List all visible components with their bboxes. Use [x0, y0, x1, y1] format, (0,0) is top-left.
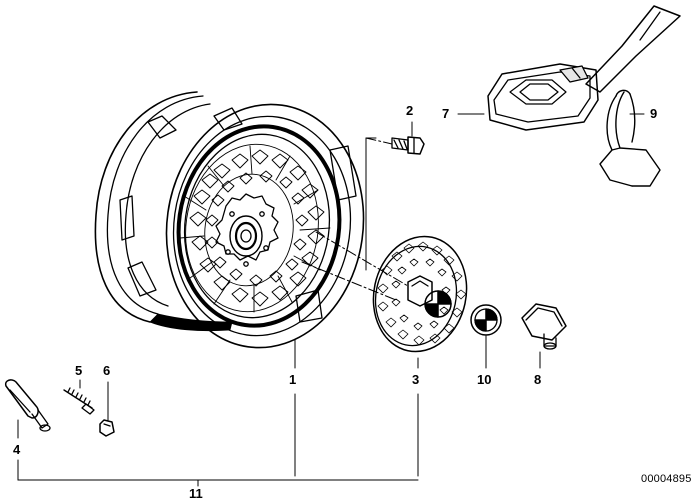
callout-11: 11: [189, 486, 203, 501]
callout-10: 10: [477, 372, 492, 387]
wheel-hub: [215, 193, 279, 267]
document-number: 00004895: [641, 473, 692, 485]
callout-3: 3: [412, 372, 420, 387]
callout-8: 8: [534, 372, 542, 387]
callout-5: 5: [75, 363, 83, 378]
tire-valve: [4, 379, 51, 432]
emblem-badge: [470, 304, 502, 336]
callout-9: 9: [650, 106, 658, 121]
spring-clip: [599, 89, 661, 187]
leader-lines: [17, 113, 645, 487]
wheel-bolt: [391, 136, 425, 155]
callout-6: 6: [103, 363, 111, 378]
wheel-mesh: [179, 143, 331, 313]
callout-1: 1: [289, 372, 297, 387]
wrench-tool: [487, 5, 681, 131]
hex-nut: [521, 303, 567, 350]
hub-cap: [372, 235, 468, 353]
callout-7: 7: [442, 106, 450, 121]
callout-2: 2: [406, 103, 414, 118]
valve-insert: [63, 387, 95, 415]
callout-4: 4: [13, 442, 21, 457]
valve-cap: [99, 419, 115, 437]
wheel-rim: [94, 91, 365, 349]
